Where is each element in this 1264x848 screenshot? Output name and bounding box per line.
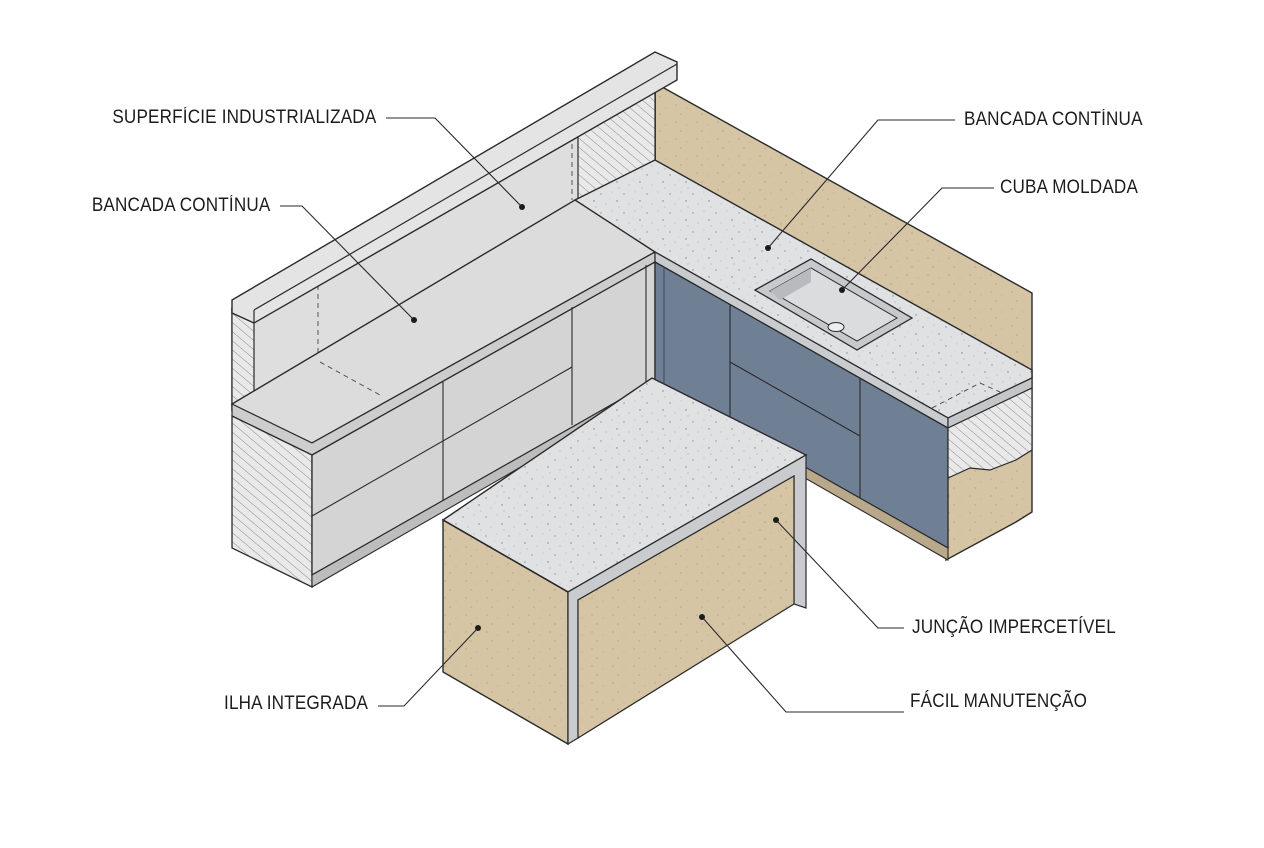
label-bancada-continua-right: BANCADA CONTÍNUA [964, 109, 1143, 130]
label-ilha-integrada: ILHA INTEGRADA [223, 693, 368, 714]
sink [753, 258, 914, 351]
island [441, 377, 808, 746]
label-facil-manutencao: FÁCIL MANUTENÇÃO [910, 691, 1088, 712]
label-cuba-moldada: CUBA MOLDADA [1000, 177, 1139, 198]
leader-dots [411, 204, 845, 631]
label-juncao-impercetivel: JUNÇÃO IMPERCETÍVEL [912, 617, 1116, 638]
label-superficie-industrializada: SUPERFÍCIE INDUSTRIALIZADA [111, 107, 376, 128]
left-backsplash [231, 51, 678, 413]
leader-lines [280, 117, 994, 713]
label-bancada-continua-left: BANCADA CONTÍNUA [92, 195, 271, 216]
left-base-cabinets [231, 260, 656, 589]
